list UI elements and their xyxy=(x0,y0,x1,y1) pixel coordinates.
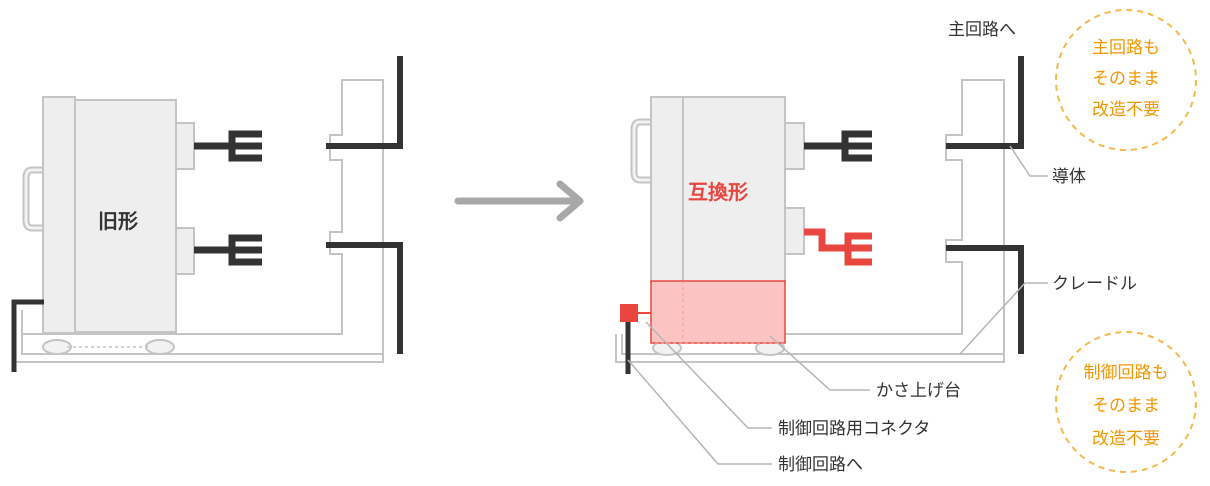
old-contact-upper xyxy=(194,130,262,162)
old-control-wire xyxy=(11,299,44,372)
transition-arrow xyxy=(454,180,584,222)
new-conductor-lower xyxy=(946,245,1024,354)
new-contact-upper xyxy=(804,130,872,162)
badge-bottom-line-2: そのまま xyxy=(1092,396,1160,416)
conductor-label: 導体 xyxy=(1052,167,1086,187)
badge-main-circuit-unchanged: 主回路も そのまま 改造不要 xyxy=(1055,9,1197,151)
old-cradle-wall xyxy=(22,79,384,354)
old-conductor-upper xyxy=(326,56,403,149)
new-terminal-lower xyxy=(784,207,805,255)
badge-top-line-1: 主回路も xyxy=(1092,38,1160,58)
old-type-label: 旧形 xyxy=(98,209,138,233)
new-breaker-front xyxy=(650,96,684,283)
badge-bottom-line-1: 制御回路も xyxy=(1084,363,1169,383)
badge-control-circuit-unchanged: 制御回路も そのまま 改造不要 xyxy=(1055,331,1197,473)
old-breaker-body xyxy=(74,99,177,333)
new-conductor-upper xyxy=(946,56,1024,149)
control-connector xyxy=(620,304,638,322)
old-breaker-front xyxy=(42,96,76,334)
old-contact-lower xyxy=(194,234,262,266)
cradle-label: クレードル xyxy=(1052,274,1137,294)
leader-lines xyxy=(627,145,1048,465)
old-conductor-lower xyxy=(326,242,403,354)
old-terminal-lower xyxy=(175,227,195,275)
old-type-assembly: 旧形 xyxy=(11,56,403,372)
new-breaker-body xyxy=(682,96,786,283)
riser-label: かさ上げ台 xyxy=(876,381,961,401)
badge-top-line-3: 改造不要 xyxy=(1092,100,1160,120)
badge-bottom-line-3: 改造不要 xyxy=(1092,429,1160,449)
compatible-type-label: 互換形 xyxy=(688,180,748,204)
old-wheel-right xyxy=(145,339,175,355)
control-connector-label: 制御回路用コネクタ xyxy=(778,419,930,439)
compatible-type-assembly: 互換形 xyxy=(615,56,1024,374)
new-terminal-upper xyxy=(784,122,805,170)
control-circuit-label: 制御回路へ xyxy=(778,455,863,475)
riser-platform xyxy=(650,280,786,344)
main-circuit-label: 主回路へ xyxy=(948,20,1016,40)
old-wheel-left xyxy=(42,339,72,355)
new-cradle-wall xyxy=(650,79,1005,354)
new-contact-lower-offset xyxy=(804,228,872,266)
old-terminal-upper xyxy=(175,122,195,170)
badge-top-line-2: そのまま xyxy=(1092,69,1160,89)
new-cradle-rail xyxy=(615,334,1005,363)
